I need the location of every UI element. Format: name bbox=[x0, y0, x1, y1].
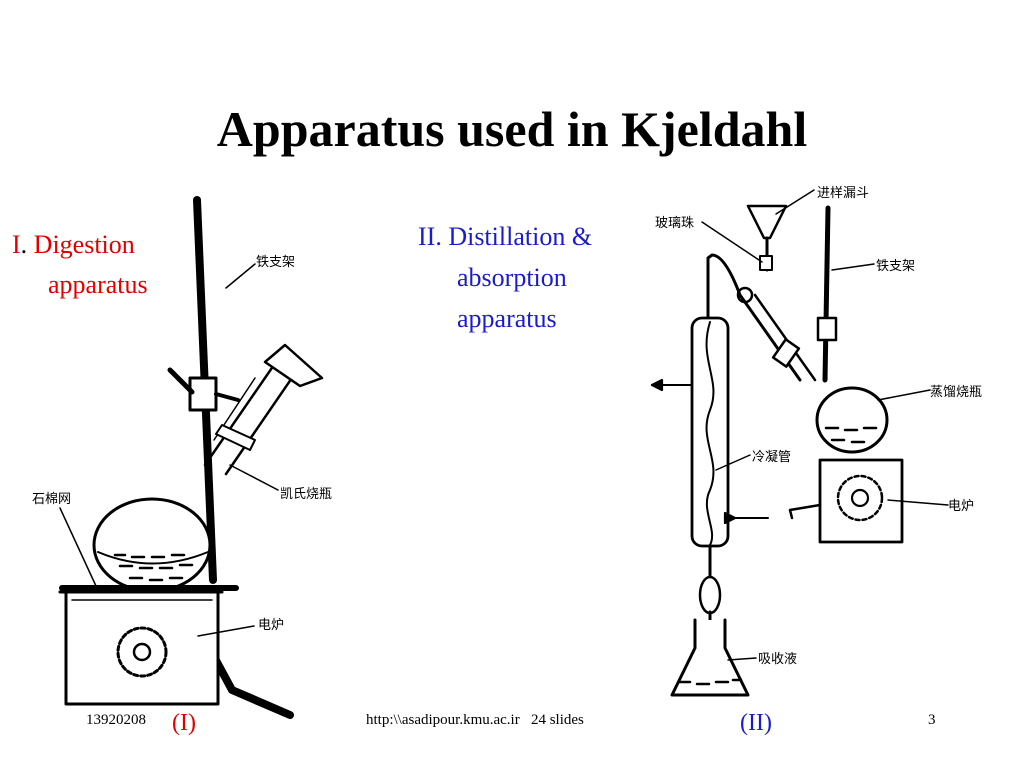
figure-label-left: (I) bbox=[172, 710, 196, 736]
caption-line2: absorption bbox=[457, 263, 567, 292]
caption-line1: II. Distillation & bbox=[418, 222, 593, 251]
electric-furnace bbox=[64, 590, 220, 706]
caption-dot: . bbox=[20, 230, 28, 259]
footer-url: http:\\asadipour.kmu.ac.ir 24 slides bbox=[366, 712, 584, 728]
condenser bbox=[690, 316, 730, 548]
digestion-apparatus bbox=[58, 196, 324, 719]
slide-title: Apparatus used in Kjeldahl bbox=[216, 101, 808, 157]
caption-line1: Digestion bbox=[33, 230, 135, 259]
label-asbestos-net: 石棉网 bbox=[32, 492, 72, 507]
label-absorb-liquid: 吸收液 bbox=[758, 652, 798, 667]
label-furnace-right: 电炉 bbox=[948, 499, 975, 514]
caption-distillation: II. Distillation & absorption apparatus bbox=[418, 216, 592, 339]
electric-furnace-right bbox=[818, 458, 904, 544]
clamp bbox=[188, 376, 218, 412]
liquid-dashes bbox=[113, 553, 194, 582]
label-furnace-left: 电炉 bbox=[258, 618, 285, 633]
kjeldahl-flask bbox=[92, 497, 212, 593]
furnace-dial bbox=[116, 626, 168, 678]
caption-line3: apparatus bbox=[457, 304, 557, 333]
caption-number: I bbox=[12, 230, 21, 259]
figure-label-right: (II) bbox=[740, 710, 772, 736]
label-glass-bead: 玻璃珠 bbox=[655, 216, 695, 231]
label-kjeldahl-flask: 凯氏烧瓶 bbox=[280, 487, 333, 502]
receiving-flask bbox=[670, 618, 750, 697]
footer-date: 13920208 bbox=[86, 712, 146, 728]
distillation-flask bbox=[815, 386, 889, 454]
label-iron-stand-right: 铁支架 bbox=[876, 259, 916, 274]
label-distill-flask: 蒸馏烧瓶 bbox=[930, 385, 983, 400]
caption-digestion: I. Digestion apparatus bbox=[12, 225, 148, 305]
caption-line2: apparatus bbox=[48, 270, 148, 299]
iron-stand-rod-right bbox=[822, 205, 831, 383]
label-condenser: 冷凝管 bbox=[752, 450, 792, 465]
label-funnel: 进样漏斗 bbox=[817, 186, 870, 201]
distillation-apparatus bbox=[650, 189, 949, 697]
footer-page-number: 3 bbox=[928, 712, 936, 728]
label-iron-stand-left: 铁支架 bbox=[256, 255, 296, 270]
